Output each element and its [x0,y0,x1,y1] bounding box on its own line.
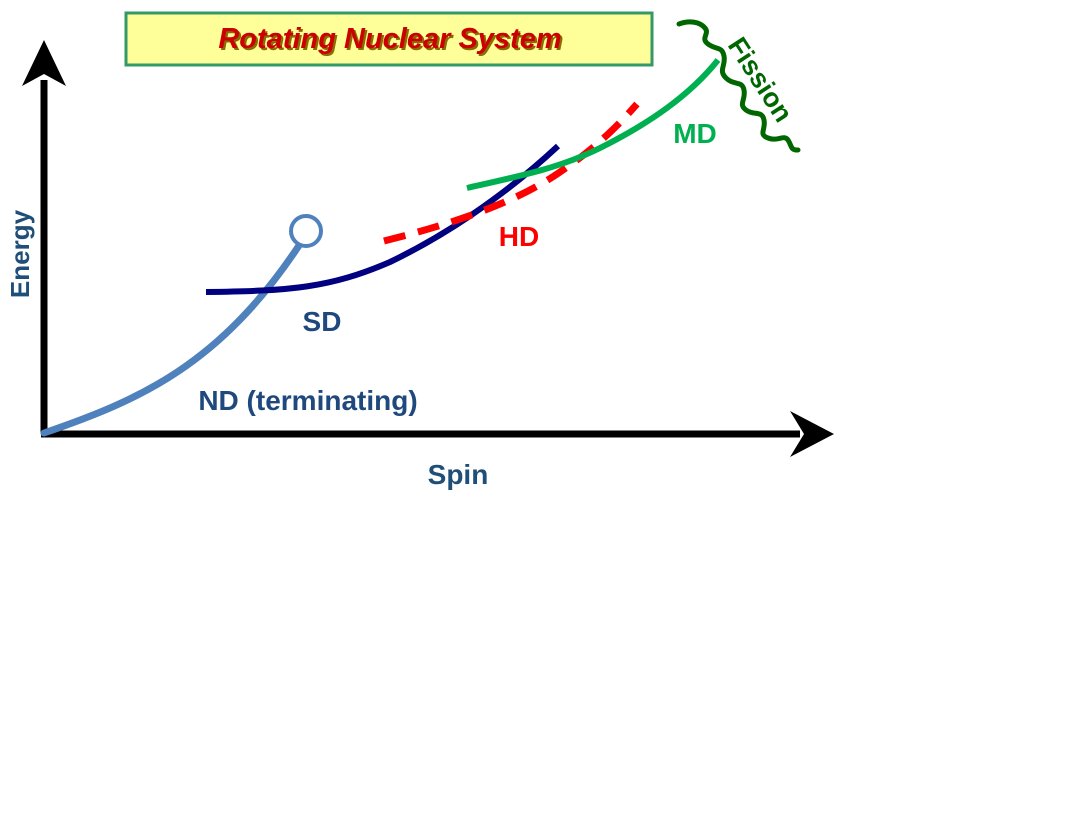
x-axis-label: Spin [428,459,489,490]
hd-curve [383,101,640,245]
axes [22,40,834,457]
sd-curve [205,143,561,295]
hd-label: HD [499,221,539,252]
md-label: MD [673,118,717,149]
title-text: Rotating Nuclear System [218,23,561,55]
md-curve [466,58,721,191]
nd-termination-marker [289,214,323,248]
sd-label: SD [303,306,342,337]
title-box-frame [124,11,654,67]
fission-boundary [676,19,801,153]
nd-label: ND (terminating) [198,385,417,416]
title-shadow: Rotating Nuclear System [220,25,563,57]
y-axis-arrowhead [22,40,66,86]
y-axis-label: Energy [5,209,35,298]
title-box: Rotating Nuclear System Rotating Nuclear… [124,11,654,67]
x-axis-arrowhead [790,411,834,457]
